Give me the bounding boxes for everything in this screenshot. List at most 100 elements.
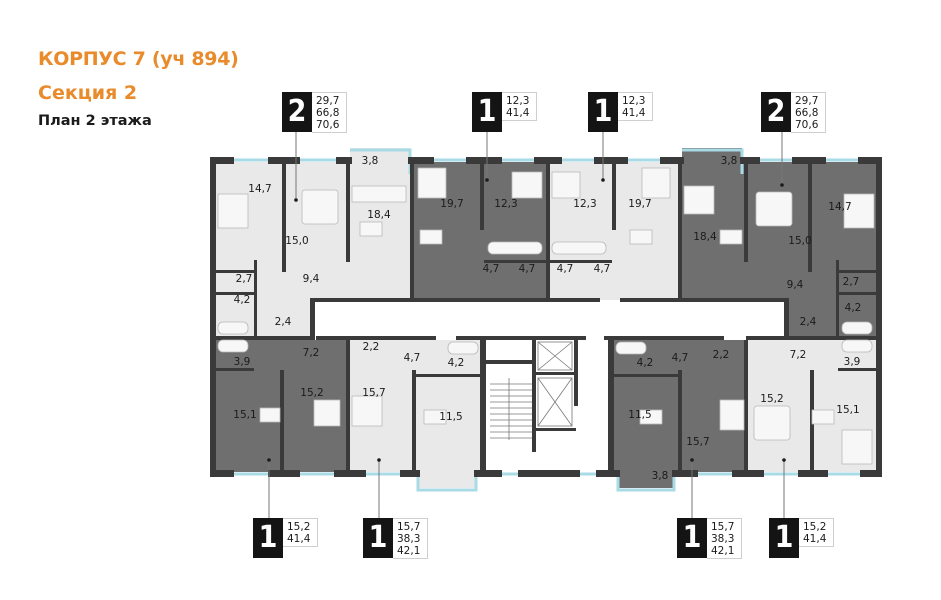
apartment-tag[interactable]: 1 15,2 41,4 [769,518,834,558]
area-values: 15,2 41,4 [799,518,834,547]
room-area: 19,7 [440,198,463,210]
room-area: 12,3 [494,198,517,210]
bed-icon [755,191,793,227]
room-area: 14,7 [828,201,851,213]
bathtub-icon [841,339,873,353]
table-icon [719,229,743,245]
bathtub-icon [615,341,647,355]
total-area: 38,3 [397,533,421,545]
room-area: 4,7 [594,263,611,275]
stairs-icon [490,378,532,440]
living-area: 29,7 [316,95,340,107]
room-area: 4,7 [557,263,574,275]
table-icon [423,409,447,425]
living-area: 15,7 [711,521,735,533]
apartment-tag[interactable]: 1 12,3 41,4 [588,92,653,132]
room-area: 3,8 [721,155,738,167]
sofa-icon [313,399,341,427]
bed-icon [753,405,791,441]
table-icon [629,229,653,245]
bed-icon [301,189,339,225]
total-area: 66,8 [795,107,819,119]
room-count-badge: 1 [363,518,393,558]
bathtub-icon [217,321,249,335]
sofa-icon [351,185,407,203]
sofa-icon [719,399,745,431]
bathtub-icon [841,321,873,335]
room-area: 15,0 [788,235,811,247]
room-area: 2,2 [363,341,380,353]
room-area: 4,2 [637,357,654,369]
sofa-icon [841,429,873,465]
room-area: 15,1 [836,404,859,416]
table-icon [811,409,835,425]
room-area: 3,8 [362,155,379,167]
room-count-badge: 1 [472,92,502,132]
area-values: 29,7 66,8 70,6 [312,92,347,133]
sofa-icon [551,171,581,199]
windows [232,148,862,492]
room-count-badge: 2 [761,92,791,132]
living-area: 15,7 [397,521,421,533]
room-area: 19,7 [628,198,651,210]
bathtub-icon [217,339,249,353]
room-area: 4,2 [448,357,465,369]
room-count-badge: 1 [588,92,618,132]
living-area: 15,2 [287,521,311,533]
room-area: 3,8 [652,470,669,482]
apartment-tag[interactable]: 1 15,7 38,3 42,1 [363,518,428,559]
room-count-badge: 1 [677,518,707,558]
living-area: 29,7 [795,95,819,107]
sofa-icon [511,171,543,199]
room-area: 2,4 [800,316,817,328]
leader-lines [268,132,785,518]
room-area: 12,3 [573,198,596,210]
room-area: 15,7 [362,387,385,399]
room-area: 2,2 [713,349,730,361]
room-area: 4,7 [519,263,536,275]
room-count-badge: 2 [282,92,312,132]
table-icon [419,229,443,245]
table-icon [259,407,281,423]
area-values: 29,7 66,8 70,6 [791,92,826,133]
total-area: 41,4 [803,533,827,545]
room-count-badge: 1 [769,518,799,558]
area-values: 12,3 41,4 [502,92,537,121]
living-area: 12,3 [506,95,530,107]
bathtub-icon [551,241,607,255]
room-area: 4,2 [234,294,251,306]
apartment-tag[interactable]: 1 15,7 38,3 42,1 [677,518,742,559]
total-area: 41,4 [622,107,646,119]
total-area: 41,4 [287,533,311,545]
area-values: 12,3 41,4 [618,92,653,121]
walls [210,157,882,477]
apartment-tag[interactable]: 1 15,2 41,4 [253,518,318,558]
unit-top-right[interactable] [680,162,878,298]
sofa-icon [217,193,249,229]
room-area: 15,0 [285,235,308,247]
room-area: 11,5 [439,411,462,423]
room-area: 4,7 [404,352,421,364]
room-area: 4,7 [672,352,689,364]
area-values: 15,7 38,3 42,1 [707,518,742,559]
sofa-icon [843,193,875,229]
room-area: 18,4 [367,209,391,221]
room-area: 18,4 [693,231,717,243]
room-area: 2,7 [843,276,860,288]
apartment-tag[interactable]: 1 12,3 41,4 [472,92,537,132]
room-area: 9,4 [303,273,320,285]
total-area-with-balcony: 42,1 [711,545,735,557]
bathtub-icon [487,241,543,255]
room-area: 7,2 [790,349,807,361]
building-title: КОРПУС 7 (уч 894) [38,48,239,70]
living-area: 15,2 [803,521,827,533]
total-area-with-balcony: 42,1 [397,545,421,557]
room-count-badge: 1 [253,518,283,558]
stair-elevator [490,341,573,440]
sofa-icon [683,185,715,215]
sofa-icon [417,167,447,199]
apartment-tag[interactable]: 2 29,7 66,8 70,6 [761,92,826,133]
room-area: 11,5 [628,409,651,421]
sofa-icon [351,395,383,427]
apartment-tag[interactable]: 2 29,7 66,8 70,6 [282,92,347,133]
